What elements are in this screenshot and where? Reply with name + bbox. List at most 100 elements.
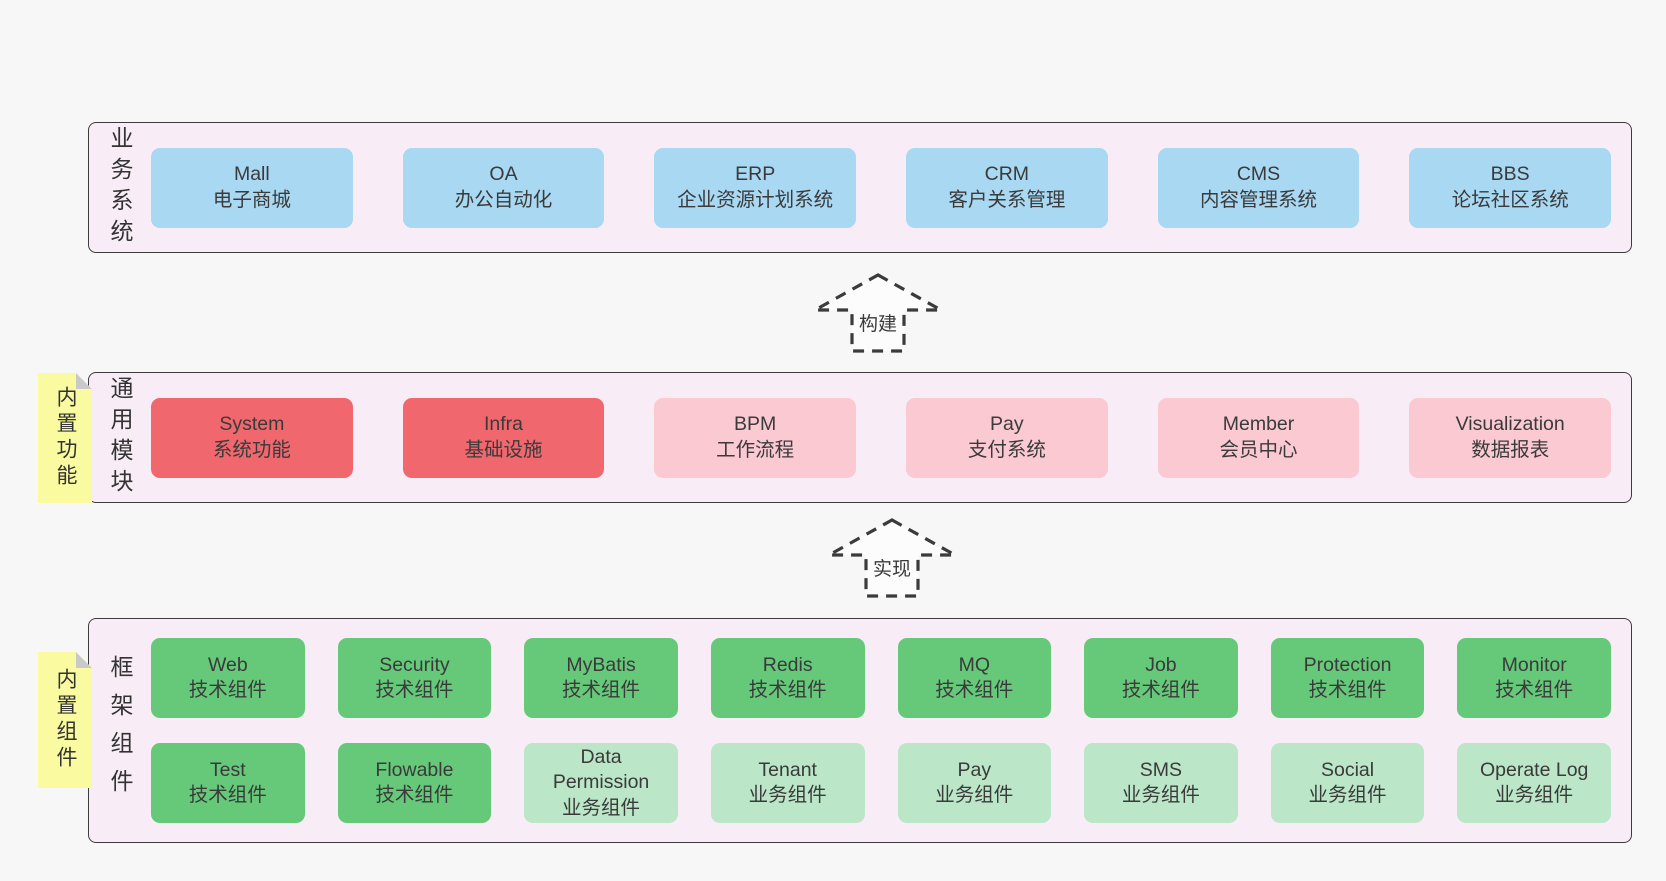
layer-framework-components-label: 框架组件 <box>107 654 133 807</box>
box-protection: Protection 技术组件 <box>1270 638 1425 718</box>
box-visualization: Visualization 数据报表 <box>1409 397 1612 478</box>
box-name-text: Redis <box>762 653 813 676</box>
box-tenant: Tenant 业务组件 <box>710 743 865 823</box>
box-desc-text: 基础设施 <box>464 438 543 461</box>
box-mq: MQ 技术组件 <box>897 638 1052 718</box>
box-infra: Infra 基础设施 <box>402 397 605 478</box>
box-name-text: Infra <box>483 413 524 436</box>
box-redis: Redis 技术组件 <box>710 638 865 718</box>
box-desc-text: 工作流程 <box>716 438 795 461</box>
box-name-text: OA <box>489 163 518 186</box>
box-name-text: MQ <box>958 653 991 676</box>
box-desc-text: 业务组件 <box>748 784 827 806</box>
box-desc-text: 技术组件 <box>1495 679 1574 701</box>
arrow-implement: 实现 <box>826 517 958 599</box>
box-desc-text: 业务组件 <box>1121 784 1200 806</box>
box-security: Security 技术组件 <box>337 638 492 718</box>
box-name-text: Web <box>207 653 248 676</box>
layer-business-systems-label: 业务系统 <box>107 125 133 250</box>
box-job: Job 技术组件 <box>1084 638 1238 718</box>
box-name-text: Flowable <box>375 758 454 781</box>
box-crm: CRM 客户关系管理 <box>906 147 1108 228</box>
common-modules-row: System 系统功能 Infra 基础设施 BPM 工作流程 Pay 支付系统… <box>151 397 1612 478</box>
box-test: Test 技术组件 <box>151 743 305 823</box>
box-desc-text: 技术组件 <box>562 679 641 701</box>
box-desc-text: 内容管理系统 <box>1200 188 1318 211</box>
box-name-text: ERP <box>735 163 776 186</box>
layer-framework-components: 框架组件 Web 技术组件 Security 技术组件 MyBatis 技术组件… <box>88 618 1632 843</box>
up-arrow-icon <box>826 518 958 598</box>
framework-components-row-1: Web 技术组件 Security 技术组件 MyBatis 技术组件 Redi… <box>151 638 1611 718</box>
box-desc-text: 业务组件 <box>1308 784 1387 806</box>
box-desc-text: 技术组件 <box>188 679 267 701</box>
common-modules-row-group: System 系统功能 Infra 基础设施 BPM 工作流程 Pay 支付系统… <box>151 373 1612 502</box>
box-mybatis: MyBatis 技术组件 <box>524 638 678 718</box>
box-operate-log: Operate Log 业务组件 <box>1457 743 1611 823</box>
up-arrow-icon <box>812 273 944 353</box>
box-name-text: Mall <box>233 163 270 186</box>
box-name-text: Monitor <box>1501 653 1567 676</box>
box-desc-text: 技术组件 <box>748 679 827 701</box>
box-name-text: MyBatis <box>566 653 636 676</box>
arrow-build-label: 构建 <box>858 314 898 335</box>
arrow-build: 构建 <box>812 272 944 354</box>
box-desc-text: 论坛社区系统 <box>1451 188 1569 211</box>
box-name-text: Data Permission <box>552 745 650 794</box>
box-bbs: BBS 论坛社区系统 <box>1409 147 1612 228</box>
framework-components-row-2: Test 技术组件 Flowable 技术组件 Data Permission … <box>151 743 1611 823</box>
sticky-tag-text: 内置组件 <box>54 668 77 772</box>
box-pay-component: Pay 业务组件 <box>897 743 1052 823</box>
box-name-text: Member <box>1222 413 1295 436</box>
box-mall: Mall 电子商城 <box>151 147 353 228</box>
sticky-tag-built-in-components: 内置组件 <box>38 652 92 788</box>
box-name-text: Operate Log <box>1479 758 1589 781</box>
box-name-text: Pay <box>957 758 992 781</box>
box-desc-text: 系统功能 <box>212 438 291 461</box>
arrow-implement-label: 实现 <box>872 559 912 580</box>
framework-components-row-group: Web 技术组件 Security 技术组件 MyBatis 技术组件 Redi… <box>151 619 1611 842</box>
box-name-text: BBS <box>1490 163 1530 186</box>
box-desc-text: 技术组件 <box>188 784 267 806</box>
box-desc-text: 技术组件 <box>935 679 1014 701</box>
box-name-text: System <box>219 413 285 436</box>
box-name-text: Security <box>379 653 450 676</box>
box-member: Member 会员中心 <box>1157 397 1360 478</box>
box-desc-text: 办公自动化 <box>454 188 553 211</box>
box-oa: OA 办公自动化 <box>402 147 605 228</box>
box-name-text: Job <box>1145 653 1177 676</box>
box-name-text: Visualization <box>1455 413 1565 436</box>
box-name-text: BPM <box>734 413 777 436</box>
box-desc-text: 技术组件 <box>375 679 454 701</box>
box-desc-text: 客户关系管理 <box>948 188 1066 211</box>
sticky-tag-built-in-features: 内置功能 <box>38 373 92 503</box>
box-pay: Pay 支付系统 <box>906 397 1108 478</box>
box-bpm: BPM 工作流程 <box>654 397 857 478</box>
business-systems-row: Mall 电子商城 OA 办公自动化 ERP 企业资源计划系统 CRM 客户关系… <box>151 147 1612 228</box>
box-name-text: CRM <box>984 163 1030 186</box>
box-social: Social 业务组件 <box>1270 743 1425 823</box>
box-monitor: Monitor 技术组件 <box>1457 638 1611 718</box>
layer-common-modules-label: 通用模块 <box>107 375 133 500</box>
box-desc-text: 技术组件 <box>1121 679 1200 701</box>
box-desc-text: 业务组件 <box>1495 784 1574 806</box>
box-cms: CMS 内容管理系统 <box>1157 147 1360 228</box>
box-erp: ERP 企业资源计划系统 <box>654 147 857 228</box>
box-flowable: Flowable 技术组件 <box>337 743 492 823</box>
box-name-text: Tenant <box>758 758 817 781</box>
box-name-text: Protection <box>1303 653 1392 676</box>
box-desc-text: 电子商城 <box>212 188 291 211</box>
box-desc-text: 业务组件 <box>935 784 1014 806</box>
box-desc-text: 数据报表 <box>1471 438 1550 461</box>
box-sms: SMS 业务组件 <box>1084 743 1238 823</box>
box-name-text: Test <box>209 758 246 781</box>
box-name-text: CMS <box>1236 163 1281 186</box>
box-web: Web 技术组件 <box>151 638 305 718</box>
box-desc-text: 技术组件 <box>1308 679 1387 701</box>
box-name-text: Social <box>1321 758 1375 781</box>
layer-common-modules: 通用模块 System 系统功能 Infra 基础设施 BPM 工作流程 Pay… <box>88 372 1632 503</box>
box-desc-text: 企业资源计划系统 <box>677 188 834 211</box>
layer-business-systems: 业务系统 Mall 电子商城 OA 办公自动化 ERP 企业资源计划系统 CRM… <box>88 122 1632 253</box>
sticky-tag-text: 内置功能 <box>54 386 77 490</box>
box-desc-text: 会员中心 <box>1219 438 1298 461</box>
